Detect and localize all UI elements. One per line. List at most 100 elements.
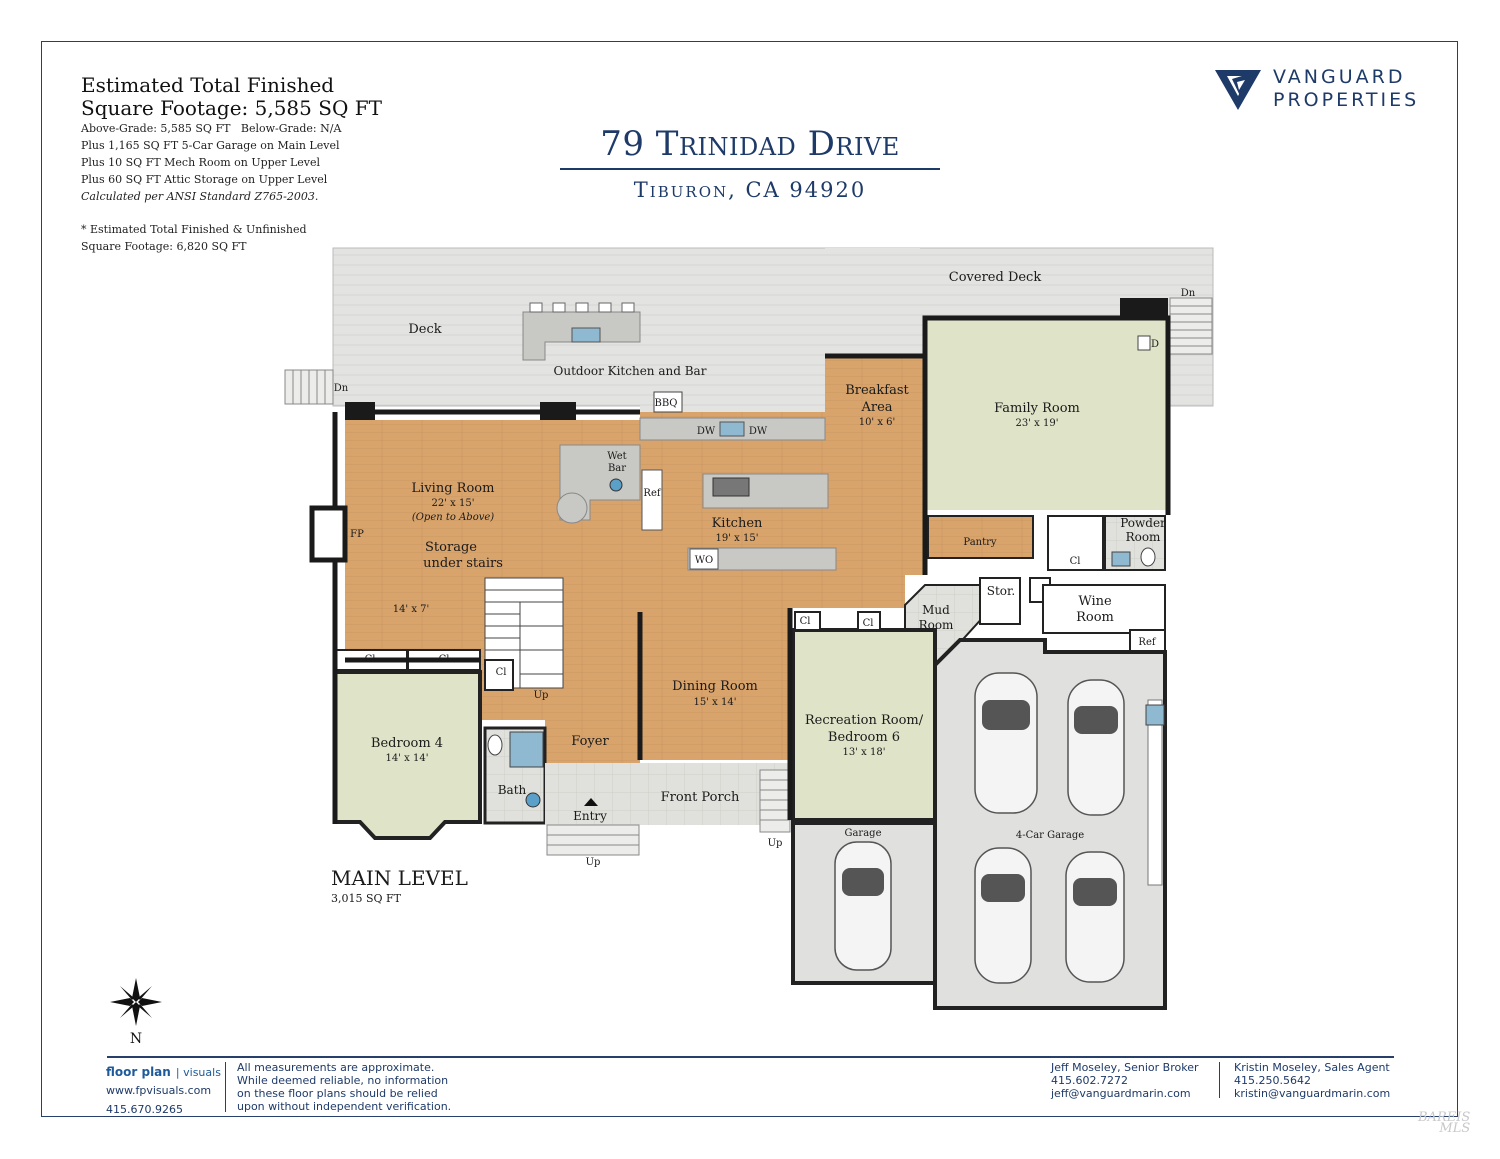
label-storage-2: under stairs <box>423 556 503 571</box>
label-bbq: BBQ <box>655 398 678 409</box>
deck-stairs-right <box>1169 297 1213 355</box>
closet-hall <box>1047 515 1104 571</box>
agent-1-email[interactable]: jeff@vanguardmarin.com <box>1051 1087 1191 1100</box>
fridge <box>641 469 663 531</box>
level-sqft: 3,015 SQ FT <box>331 892 402 905</box>
floorplan-visuals-logo: floor plan | visuals www.fpvisuals.com 4… <box>106 1061 221 1116</box>
label-storage-dim: 14' x 7' <box>393 604 430 615</box>
mls-line-1: BAREIS <box>1418 1110 1471 1125</box>
label-up-porch: Up <box>768 838 783 849</box>
agent-1-info: Jeff Moseley, Senior Broker 415.602.7272… <box>1051 1061 1199 1100</box>
sqft-heading-2: Square Footage: 5,585 SQ FT <box>81 96 382 120</box>
porch-steps <box>759 769 791 833</box>
fp-website[interactable]: www.fpvisuals.com <box>106 1084 212 1097</box>
wall-oven <box>689 548 719 570</box>
label-dn-right: Dn <box>1181 288 1196 299</box>
car-4garage-2 <box>1067 679 1125 816</box>
label-wet-1: Wet <box>607 451 626 462</box>
label-entry: Entry <box>573 809 607 823</box>
level-label: MAIN LEVEL 3,015 SQ FT <box>331 866 468 905</box>
rec-closet-1 <box>794 611 821 631</box>
label-d: D <box>1151 339 1159 350</box>
kitchen-lower-counter <box>687 547 837 571</box>
stair-closet <box>484 659 514 691</box>
disclaimer-3: on these floor plans should be relied <box>237 1087 438 1100</box>
fireplace <box>309 505 348 563</box>
label-wine-1: Wine <box>1078 594 1112 609</box>
agent-1-phone: 415.602.7272 <box>1051 1074 1128 1087</box>
room-labels: Deck Covered Deck Outdoor Kitchen and Ba… <box>334 270 1196 868</box>
garage-shelf <box>1147 699 1163 886</box>
wet-bar-round <box>556 492 588 524</box>
label-bedroom4-dim: 14' x 14' <box>386 753 429 764</box>
label-dw-2: DW <box>749 426 768 437</box>
disclaimer-2: While deemed reliable, no information <box>237 1074 449 1087</box>
label-up-stairs: Up <box>534 690 549 701</box>
entry-arrow-icon <box>584 798 598 806</box>
label-wet-2: Bar <box>608 463 626 474</box>
compass-icon: N <box>110 978 162 1047</box>
footer-divider <box>107 1056 1394 1058</box>
car-4garage-4 <box>1065 851 1125 983</box>
powder-sink <box>1111 551 1131 567</box>
vanguard-mark-icon <box>1215 70 1261 110</box>
label-wo: WO <box>695 555 713 566</box>
label-stor: Stor. <box>987 584 1016 598</box>
sqft-note-1: * Estimated Total Finished & Unfinished <box>81 223 307 236</box>
storage-closet <box>979 577 1021 625</box>
logo-line-1: VANGUARD <box>1273 66 1406 88</box>
label-living: Living Room <box>412 481 495 496</box>
label-outdoor-kitchen: Outdoor Kitchen and Bar <box>554 364 707 378</box>
wall-post-3 <box>1120 298 1168 318</box>
compass-rose: N <box>108 976 164 1050</box>
bath-toilet <box>487 734 503 756</box>
garage-sink <box>1145 704 1165 726</box>
page-subtitle: Tiburon, CA 94920 <box>633 178 867 202</box>
label-mud-1: Mud <box>922 603 950 617</box>
label-dn-left: Dn <box>334 383 349 394</box>
label-family: Family Room <box>994 401 1080 416</box>
label-breakfast-dim: 10' x 6' <box>859 417 896 428</box>
label-rec-dim: 13' x 18' <box>843 747 886 758</box>
label-cl-4: Cl <box>439 654 450 665</box>
label-wine-2: Room <box>1076 610 1114 625</box>
label-fp: FP <box>350 529 364 540</box>
logo-line-2: PROPERTIES <box>1273 89 1420 111</box>
label-breakfast-1: Breakfast <box>845 383 909 398</box>
title-block: 79 Trinidad Drive Tiburon, CA 94920 <box>560 124 940 202</box>
exterior-walls <box>332 315 1171 824</box>
dryer-icon <box>1137 335 1151 351</box>
sqft-line-above-grade: Above-Grade: 5,585 SQ FT Below-Grade: N/… <box>81 122 342 135</box>
label-pantry: Pantry <box>963 537 996 548</box>
car-4garage-3 <box>974 847 1032 984</box>
bath-sink <box>525 792 541 808</box>
label-bath: Bath <box>498 783 527 797</box>
agent-1-name: Jeff Moseley, Senior Broker <box>1051 1061 1199 1074</box>
bedroom4-floor <box>333 670 482 840</box>
front-porch-floor <box>545 763 790 825</box>
agent-2-phone: 415.250.5642 <box>1234 1074 1311 1087</box>
sqft-note-2: Square Footage: 6,820 SQ FT <box>81 240 247 253</box>
label-ref-2: Ref <box>1138 637 1156 648</box>
label-breakfast-2: Area <box>860 400 892 415</box>
fp-brand-light: | visuals <box>175 1066 221 1079</box>
label-powder-2: Room <box>1126 530 1161 544</box>
pantry-floor <box>927 515 1034 559</box>
mls-watermark: BAREIS MLS <box>1418 1110 1470 1136</box>
label-kitchen-dim: 19' x 15' <box>716 533 759 544</box>
label-cl-1: Cl <box>800 616 811 627</box>
label-foyer: Foyer <box>571 734 609 749</box>
deck-stairs-left <box>284 369 334 405</box>
agent-2-email[interactable]: kristin@vanguardmarin.com <box>1234 1087 1391 1100</box>
outdoor-kitchen-counter <box>522 302 641 361</box>
powder-toilet <box>1140 547 1156 567</box>
disclaimer: All measurements are approximate. While … <box>237 1061 451 1113</box>
label-mud-2: Room <box>919 618 954 632</box>
wall-post-2 <box>540 402 576 420</box>
car-4garage-1 <box>974 672 1038 814</box>
label-4car-garage: 4-Car Garage <box>1016 830 1084 841</box>
label-powder-1: Powder <box>1120 516 1166 530</box>
label-dining-dim: 15' x 14' <box>694 697 737 708</box>
label-kitchen: Kitchen <box>712 516 763 531</box>
